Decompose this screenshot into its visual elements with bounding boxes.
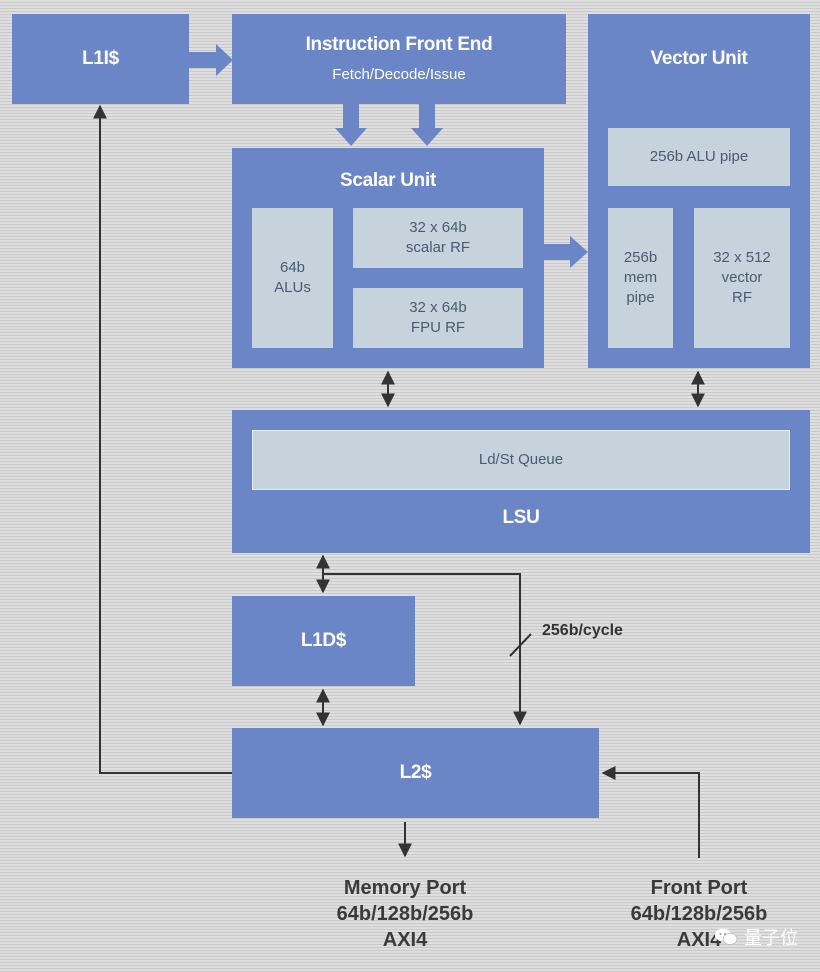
ld-st-queue: Ld/St Queue (252, 430, 790, 490)
vector-mem-pipe: 256b mem pipe (608, 208, 673, 348)
l1i-cache-title: L1I$ (82, 48, 119, 69)
chat-bubble-icon (715, 928, 738, 945)
l2-cache-block: L2$ (232, 728, 599, 818)
watermark: 量子位 (714, 924, 798, 950)
vector-register-file: 32 x 512 vector RF (694, 208, 790, 348)
lsu-block: Ld/St Queue LSU (232, 410, 810, 553)
scalar-register-file: 32 x 64b scalar RF (353, 208, 523, 268)
vector-unit-block: Vector Unit 256b ALU pipe 256b mem pipe … (588, 14, 810, 368)
front-end-subtitle: Fetch/Decode/Issue (332, 66, 466, 83)
arrow-l1i-to-frontend (189, 44, 233, 76)
vector-unit-title: Vector Unit (650, 48, 748, 69)
instruction-front-end-block: Instruction Front End Fetch/Decode/Issue (232, 14, 566, 104)
l1d-cache-block: L1D$ (232, 596, 415, 686)
vector-alu-pipe: 256b ALU pipe (608, 128, 790, 186)
arrow-frontend-to-scalar-2 (411, 104, 443, 146)
front-port-label: Front Port 64b/128b/256b AXI4 (630, 877, 768, 951)
lsu-title: LSU (502, 507, 540, 528)
front-end-title: Instruction Front End (305, 34, 493, 55)
watermark-text: 量子位 (744, 928, 798, 948)
memory-port-label: Memory Port 64b/128b/256b AXI4 (336, 877, 474, 951)
scalar-unit-title: Scalar Unit (340, 170, 436, 191)
scalar-unit-block: Scalar Unit 64b ALUs 32 x 64b scalar RF … (232, 148, 544, 368)
l1i-cache-block: L1I$ (12, 14, 189, 104)
bus-width-label: 256b/cycle (542, 622, 623, 639)
l1d-cache-title: L1D$ (300, 630, 347, 651)
wire-front-port-l2 (601, 766, 700, 858)
fpu-register-file: 32 x 64b FPU RF (353, 288, 523, 348)
bus-width-slash (509, 633, 532, 657)
scalar-alus: 64b ALUs (252, 208, 333, 348)
arrow-frontend-to-scalar-1 (335, 104, 367, 146)
wire-l2-to-l1i (93, 104, 232, 774)
l2-cache-title: L2$ (399, 762, 432, 783)
arrow-scalar-to-vector (544, 236, 588, 268)
